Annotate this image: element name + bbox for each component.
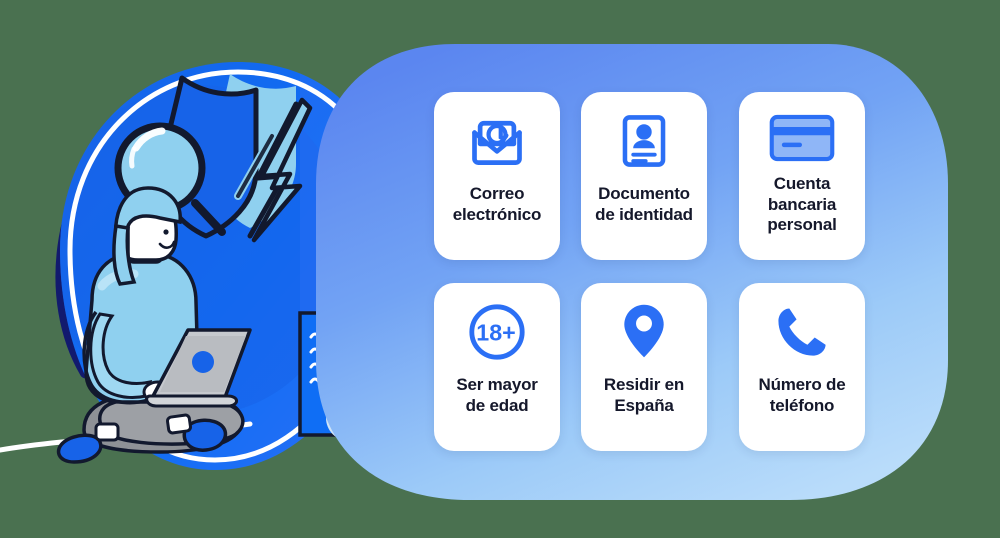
phone-icon	[778, 308, 826, 356]
requirement-label: Cuenta bancaria personal	[767, 174, 837, 235]
requirement-label: Documento de identidad	[595, 184, 693, 224]
requirement-card-residir-espana[interactable]: Residir en España	[581, 283, 707, 451]
requirement-card-correo-electronico[interactable]: Correo electrónico	[434, 92, 560, 260]
lightning-bolt-icon	[234, 97, 313, 243]
requirement-card-cuenta-bancaria[interactable]: Cuenta bancaria personal	[739, 92, 865, 260]
security-illustration	[0, 62, 422, 470]
credit-card-icon	[769, 114, 835, 162]
age-badge-text: 18+	[476, 320, 515, 346]
requirement-label: Ser mayor de edad	[456, 375, 538, 415]
requirement-card-mayor-de-edad[interactable]: 18+ Ser mayor de edad	[434, 283, 560, 451]
id-card-icon	[622, 115, 666, 167]
email-icon	[472, 120, 522, 165]
requirement-card-numero-telefono[interactable]: Número de teléfono	[739, 283, 865, 451]
age-18-plus-icon: 18+	[469, 304, 525, 360]
person-with-laptop	[56, 186, 252, 464]
requirement-card-documento-identidad[interactable]: Documento de identidad	[581, 92, 707, 260]
requirement-label: Número de teléfono	[758, 375, 846, 415]
requirement-label: Correo electrónico	[452, 184, 542, 224]
shoes	[56, 413, 228, 464]
laptop	[145, 328, 252, 408]
map-pin-icon	[624, 304, 664, 358]
requirement-label: Residir en España	[603, 375, 685, 415]
